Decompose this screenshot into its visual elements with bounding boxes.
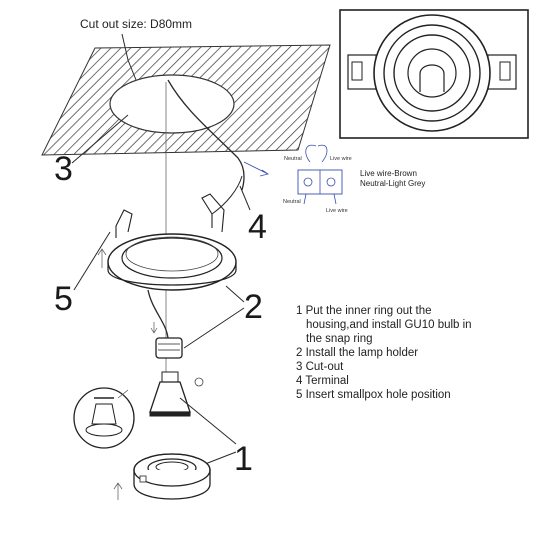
- live-top-label: Live wire: [330, 156, 352, 162]
- instruction-1b: housing,and install GU10 bulb in: [306, 319, 472, 331]
- housing-ring: [107, 175, 243, 291]
- callout-5: 5: [54, 280, 73, 318]
- ceiling-slab: [41, 44, 331, 156]
- bulb-outline: [419, 64, 445, 92]
- neutral-top-label: Neutral: [284, 156, 302, 162]
- cutout-leader-line: [121, 33, 137, 81]
- outer-ring: [373, 14, 491, 132]
- live-bottom-label: Live wire: [326, 208, 348, 214]
- live-color-label: Live wire-Brown: [360, 169, 417, 178]
- instruction-1c: the snap ring: [306, 333, 373, 345]
- callout-2: 2: [244, 288, 263, 326]
- lamp-holder: [147, 289, 183, 359]
- callout-4: 4: [248, 208, 267, 246]
- instruction-4: 4 Terminal: [296, 375, 349, 387]
- left-spring-clip: [115, 209, 133, 238]
- top-view-inset: [339, 9, 529, 139]
- neutral-color-label: Neutral-Light Grey: [360, 179, 425, 188]
- instruction-5: 5 Insert smallpox hole position: [296, 389, 451, 401]
- instruction-list: 1 Put the inner ring out the housing,and…: [296, 305, 472, 401]
- instruction-1a: 1 Put the inner ring out the: [296, 305, 432, 317]
- gu10-bulb: [149, 371, 204, 417]
- downlight-housing: [133, 453, 211, 500]
- instruction-2: 2 Install the lamp holder: [296, 347, 418, 359]
- cutout-size-label: Cut out size: D80mm: [80, 17, 192, 31]
- neutral-bottom-label: Neutral: [283, 199, 301, 205]
- cutout-hole: [109, 74, 235, 134]
- callout-3: 3: [54, 150, 73, 188]
- snap-ring-detail: [73, 387, 135, 449]
- instruction-3: 3 Cut-out: [296, 361, 344, 373]
- inner-ring: [393, 34, 471, 112]
- wiring-detail: Neutral Live wire Neutral Live wire Live…: [243, 144, 425, 214]
- callout-1: 1: [234, 440, 253, 478]
- supply-wire: [167, 79, 245, 191]
